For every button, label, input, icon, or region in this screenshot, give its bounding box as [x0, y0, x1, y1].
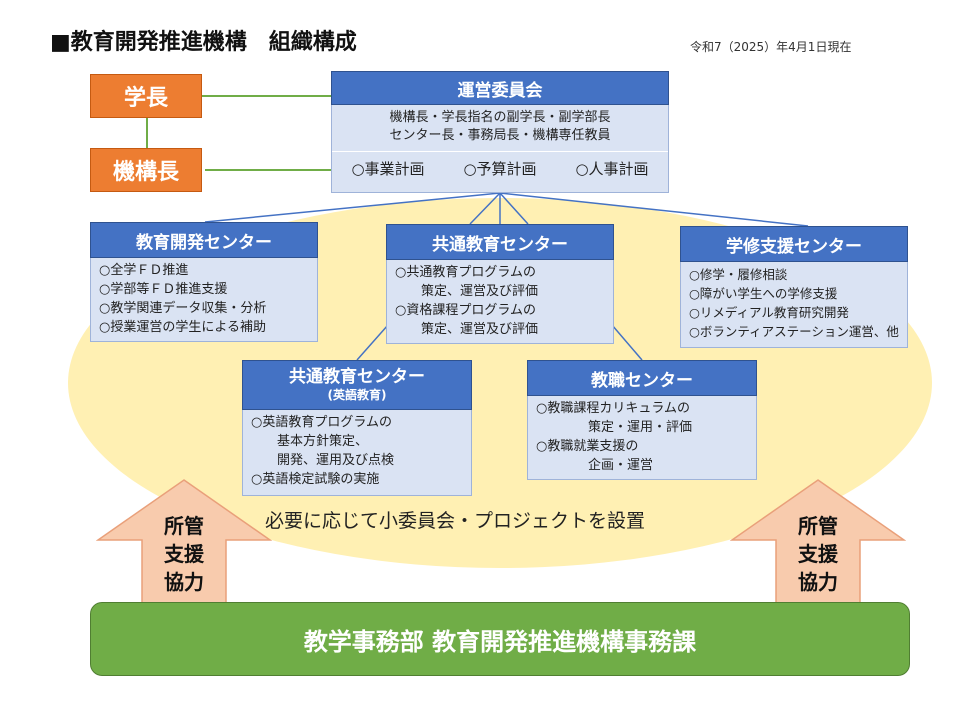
committee-body: 機構長・学長指名の副学長・副学部長 センター長・事務局長・機構専任教員 ○事業計…	[331, 105, 669, 193]
english-item: 基本方針策定、	[251, 434, 369, 449]
ed-dev-item: ○学部等ＦＤ推進支援	[99, 282, 228, 297]
ed-dev-center-body: ○全学ＦＤ推進 ○学部等ＦＤ推進支援 ○教学関連データ収集・分析 ○授業運営の学…	[90, 258, 318, 342]
common-item: ○資格課程プログラムの	[395, 303, 536, 318]
study-support-item: ○障がい学生への学修支援	[689, 286, 838, 301]
committee-members-line2: センター長・事務局長・機構専任教員	[389, 128, 611, 143]
right-support-line: 支援	[798, 542, 838, 566]
committee-eddev-line	[204, 192, 501, 223]
english-center-title: 共通教育センター	[289, 367, 425, 387]
common-english-line	[356, 324, 389, 361]
right-support-text: 所管 支援 協力	[770, 512, 866, 596]
committee-members-line1: 機構長・学長指名の副学長・副学部長	[389, 110, 611, 125]
study-support-item: ○リメディアル教育研究開発	[689, 305, 849, 320]
common-center-body: ○共通教育プログラムの 策定、運営及び評価 ○資格課程プログラムの 策定、運営及…	[386, 260, 614, 344]
left-support-line: 協力	[164, 570, 204, 594]
teacher-center-title: 教職センター	[527, 360, 757, 396]
left-support-line: 支援	[164, 542, 204, 566]
committee-common-left-line	[469, 192, 501, 225]
committee-plan-personnel: ○人事計画	[575, 160, 649, 178]
director-box: 機構長	[90, 148, 202, 192]
english-item: 開発、運用及び点検	[251, 453, 395, 468]
study-support-center-title: 学修支援センター	[680, 226, 908, 262]
subcommittee-note: 必要に応じて小委員会・プロジェクトを設置	[265, 510, 646, 532]
left-support-text: 所管 支援 協力	[136, 512, 232, 596]
ed-dev-item: ○授業運営の学生による補助	[99, 320, 266, 335]
right-support-line: 協力	[798, 570, 838, 594]
ed-dev-item: ○全学ＦＤ推進	[99, 263, 189, 278]
committee-plan-budget: ○予算計画	[463, 160, 537, 178]
english-center-body: ○英語教育プログラムの 基本方針策定、 開発、運用及び点検 ○英語検定試験の実施	[242, 410, 472, 496]
president-box: 学長	[90, 74, 202, 118]
right-support-line: 所管	[798, 514, 838, 538]
ed-dev-center-title: 教育開発センター	[90, 222, 318, 258]
teacher-item: 策定・運用・評価	[536, 420, 693, 435]
english-item: ○英語検定試験の実施	[251, 472, 380, 487]
study-support-item: ○修学・履修相談	[689, 267, 788, 282]
teacher-item: 企画・運営	[536, 458, 654, 473]
left-support-line: 所管	[164, 514, 204, 538]
ed-dev-item: ○教学関連データ収集・分析	[99, 301, 267, 316]
committee-common-right-line	[499, 192, 529, 225]
committee-title: 運営委員会	[331, 71, 669, 105]
english-center-title-box: 共通教育センター (英語教育)	[242, 360, 472, 410]
committee-study-line	[499, 192, 809, 227]
office-bar: 教学事務部 教育開発推進機構事務課	[90, 602, 910, 676]
study-support-center-body: ○修学・履修相談 ○障がい学生への学修支援 ○リメディアル教育研究開発 ○ボラン…	[680, 262, 908, 348]
teacher-item: ○教職就業支援の	[536, 439, 639, 454]
common-item: 策定、運営及び評価	[395, 322, 539, 337]
english-item: ○英語教育プログラムの	[251, 415, 392, 430]
common-item: 策定、運営及び評価	[395, 284, 539, 299]
study-support-item: ○ボランティアステーション運営、他	[689, 324, 899, 339]
committee-plan-business: ○事業計画	[351, 160, 425, 178]
common-teacher-line	[611, 324, 643, 361]
teacher-center-body: ○教職課程カリキュラムの 策定・運用・評価 ○教職就業支援の 企画・運営	[527, 396, 757, 480]
common-item: ○共通教育プログラムの	[395, 265, 536, 280]
teacher-item: ○教職課程カリキュラムの	[536, 401, 690, 416]
as-of-date: 令和7（2025）年4月1日現在	[690, 40, 852, 54]
common-center-title: 共通教育センター	[386, 224, 614, 260]
english-center-subtitle: (英語教育)	[327, 388, 387, 402]
page-title: ■教育開発推進機構 組織構成	[50, 30, 357, 55]
